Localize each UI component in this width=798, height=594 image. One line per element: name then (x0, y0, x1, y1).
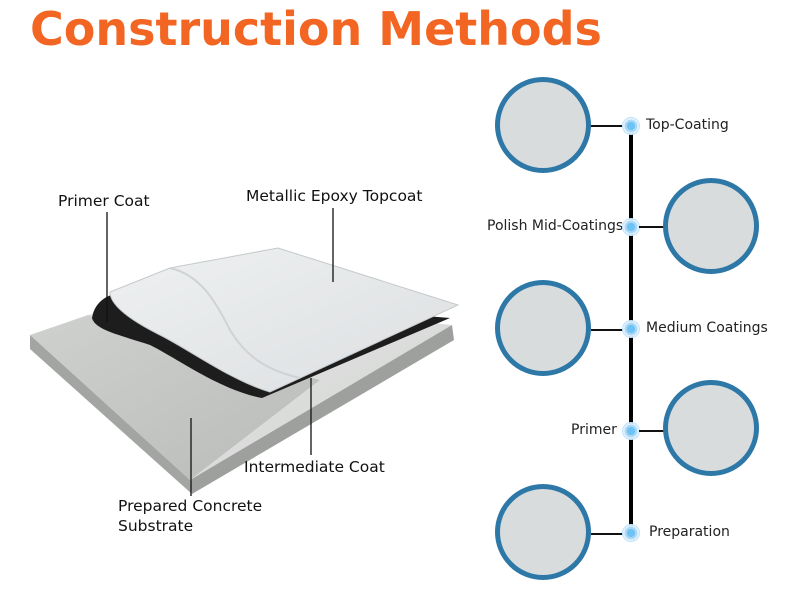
label-substrate-line1: Prepared Concrete (118, 497, 263, 515)
step-label: Top-Coating (646, 117, 729, 133)
step-label: Preparation (649, 524, 730, 540)
step-label: Polish Mid-Coatings (487, 218, 624, 234)
label-intermediate-coat: Intermediate Coat (244, 458, 385, 476)
timeline-node-icon (623, 219, 639, 235)
roller-applying-primer-photo (663, 380, 759, 476)
timeline-node-icon (623, 423, 639, 439)
label-metallic-topcoat: Metallic Epoxy Topcoat (246, 187, 423, 205)
timeline-node-icon (623, 118, 639, 134)
label-substrate-line2: Substrate (118, 517, 194, 535)
worker-rolling-topcoat-photo (495, 77, 591, 173)
step-label: Medium Coatings (646, 320, 768, 336)
page-title: Construction Methods (30, 2, 602, 56)
floor-polishing-machine-photo (663, 178, 759, 274)
step-label: Primer (571, 422, 617, 438)
label-primer-coat: Primer Coat (58, 192, 150, 210)
timeline-node-icon (623, 525, 639, 541)
floor-grinder-photo (495, 484, 591, 580)
timeline-node-icon (623, 321, 639, 337)
worker-squeegee-photo (495, 280, 591, 376)
